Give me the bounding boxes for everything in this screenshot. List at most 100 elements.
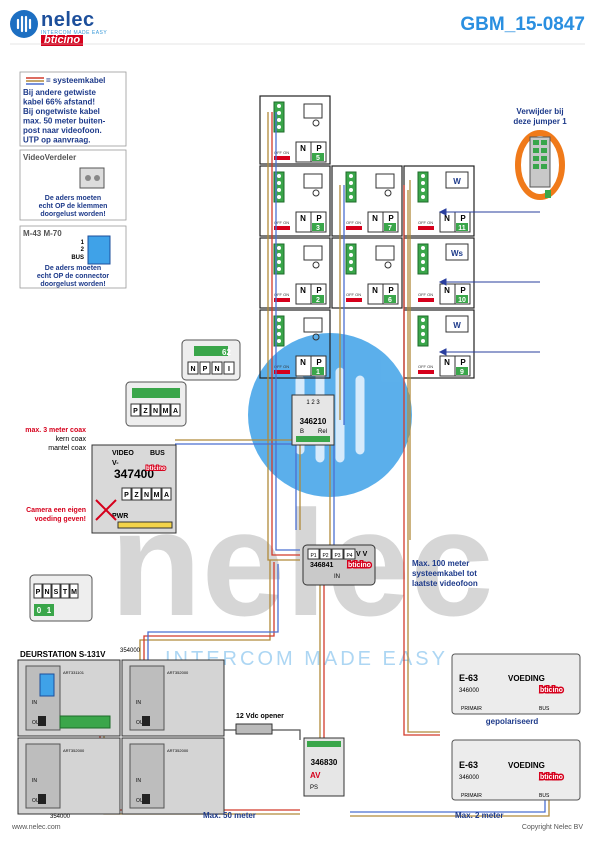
config-top-slot [187,361,199,375]
connector-title: M-43 M-70 [23,229,62,238]
off-on-switch [346,298,362,302]
connector-pin-2: 2 [81,247,85,253]
monitor-icon [303,245,323,261]
terminal-screw-icon [94,175,100,181]
videoverdeler-note-line: doorgelust worden! [40,211,105,218]
unit-frame-6 [331,237,403,309]
deurstation-code-bottom: 354000 [50,814,71,820]
distance-max2: Max. 2 meter [455,811,503,820]
config-left-value: 0 [37,606,42,615]
door-panel-connector [142,716,150,726]
terminal-screw-icon [421,267,425,271]
button-icon [312,189,320,197]
terminal-screw-icon [277,332,281,336]
terminal-screw-icon [421,195,425,199]
videoverdeler-note-line: echt OP de klemmen [39,203,108,210]
psu1-brand: bticino [540,687,563,694]
door-panel-art: ART352000 [63,748,85,753]
unit-address: 10 [458,297,466,304]
button-icon [312,261,320,269]
config-left-label: S [54,589,59,596]
videoverdeler-box [19,149,127,221]
m347400-config-label: Z [134,492,139,499]
config-mid-label: M [163,408,169,415]
config-top-value: 62 [222,348,231,357]
opener-label: 12 Vdc opener [236,713,284,720]
n-label: N [372,214,378,223]
footer-site: www.nelec.com [12,824,61,831]
terminal-strip [417,171,429,203]
address-jumper [384,223,396,231]
off-on-switch [418,370,434,374]
unit-address: 6 [388,297,392,304]
videoverdeler-note-line: De aders moeten [45,195,101,202]
terminal-screw-icon [277,260,281,264]
address-jumper [456,295,468,303]
n-label: N [300,214,306,223]
monitor-screen [445,171,469,189]
terminal-screw-icon [421,253,425,257]
legend-line: post naar videofoon. [23,126,102,135]
m346841-in: IN [334,574,340,580]
config-top-label: I [228,366,230,373]
config-mid-slot [170,403,181,417]
psu1-code: 346000 [459,688,480,694]
door-main-terminal [59,715,111,729]
m347400-pwr: PWR [112,513,128,520]
off-on-label: OFF ON [274,220,289,225]
button-icon [384,261,392,269]
off-on-label: OFF ON [418,364,433,369]
address-jumper [312,153,324,161]
config-left-slot [33,583,43,599]
m346841-port [331,548,344,560]
address-jumper [384,295,396,303]
m346830-terminals [307,741,341,747]
off-on-switch [274,226,290,230]
door-panel-in: IN [32,700,37,706]
nelec-logo-icon [10,10,38,38]
address-jumper [312,367,324,375]
m346841-port-label: P3 [334,553,340,559]
monitor-icon [303,173,323,189]
unit-address: 3 [316,225,320,232]
off-on-label: OFF ON [418,292,433,297]
terminal-screw-icon [349,181,353,185]
m346841-port [343,548,356,560]
coax-mantel-note: mantel coax [48,445,86,452]
door-panel-out: OUT [136,720,147,726]
n-label: N [300,286,306,295]
terminal-screw-icon [421,260,425,264]
terminal-screw-icon [277,174,281,178]
connector-note-line: De aders moeten [45,265,101,272]
config-mid-slot [130,403,141,417]
deurstation-code-top: 354000 [120,648,141,654]
config-left-slot [51,583,61,599]
p-label: P [316,358,322,367]
terminal-screw-icon [277,339,281,343]
distance-max50: Max. 50 meter [203,811,256,820]
connector-block [87,235,111,265]
legend-line: Bij ongetwiste kabel [23,107,100,116]
config-mid-slot [140,403,151,417]
psu-1: E-63 VOEDING 346000 bticino PRIMAIR BUS [451,653,581,715]
terminal-strip [273,101,285,133]
p-label: P [460,358,466,367]
camera-module [39,673,55,697]
terminal-screw-icon [277,111,281,115]
button-icon [312,119,320,127]
max100-2: systeemkabel tot [412,569,477,578]
off-on-switch [274,298,290,302]
legend-line: max. 50 meter buiten- [23,117,106,126]
m347400-terminals [117,521,173,529]
door-panel-art: ART331101 [63,670,85,675]
terminal-screw-icon [349,253,353,257]
unit-address: 2 [316,297,320,304]
terminal-screw-icon [349,260,353,264]
footer-copyright: Copyright Nelec BV [521,824,583,831]
